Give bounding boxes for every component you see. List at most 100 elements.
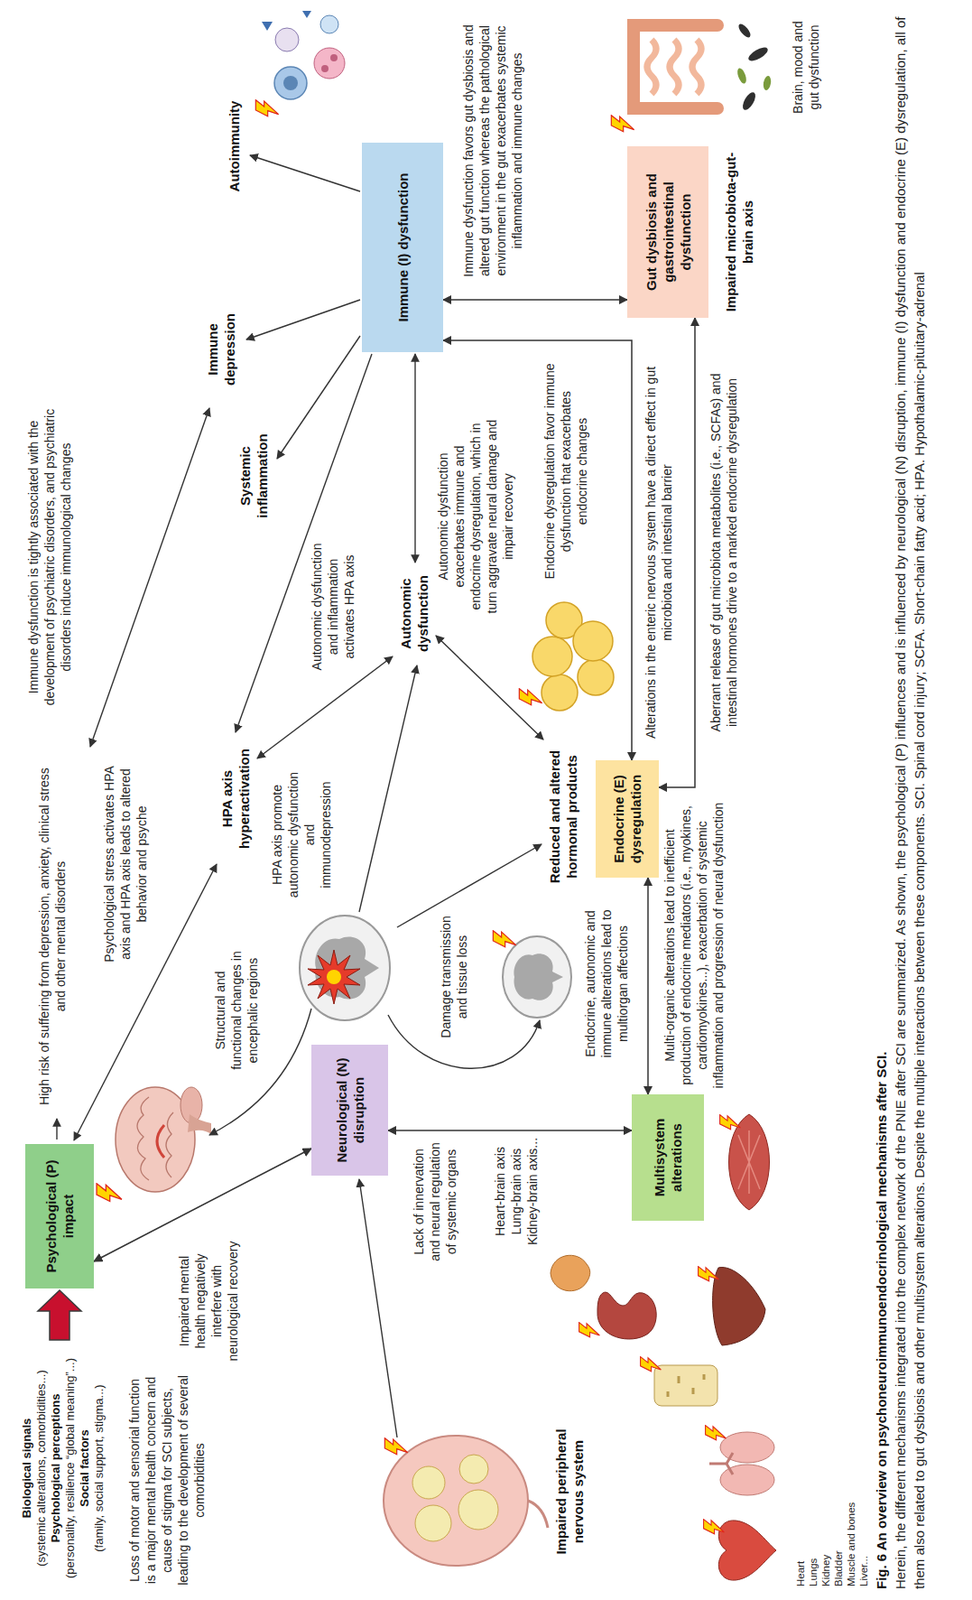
bacterium [736,22,753,40]
note-text: Muscle and bones [844,1432,858,1586]
nerve-fascicle [459,1453,489,1483]
box-text: Immune (I) dysfunction [394,173,412,323]
injury-burst [307,949,361,1004]
bold-label: Systemic inflammation [236,425,271,526]
note-text: Heart-brain axis [491,1134,509,1248]
note-text: Lack of innervation and neural regulatio… [410,1141,460,1261]
leader-arrow [277,335,361,459]
text-group: Biological signals(systemic alterations,… [19,1344,107,1591]
trachea [709,1452,733,1474]
note-text: Liver... [857,1432,871,1586]
immune-cell [274,66,307,100]
heart-icon [718,1519,777,1580]
bold-label: HPA axis hyperactivation [218,737,253,860]
note-text: Alterations in the enteric nervous syste… [642,358,676,747]
muscle-striation [738,1129,760,1194]
box-text: Endocrine (E) dysregulation [610,767,645,871]
lightning-bolt [640,1356,662,1371]
spinal-cord-section [502,935,572,1018]
lightning-bolt [579,1322,601,1337]
connector-arrow [443,298,628,301]
bold-label: Autonomic dysfunction [397,565,432,661]
immune-cell [275,27,299,52]
injury-core [326,969,342,984]
leader-arrow [55,1118,57,1139]
figure-title: Fig. 6 An overview on psychoneuroimmunoe… [871,10,891,1589]
note-text: HPA axis promote autonomic dysfunction a… [268,768,334,900]
note-text: (systemic alterations, comorbidities...) [34,1344,49,1591]
lightning-bolt [255,100,278,117]
leader-arrow [414,353,416,563]
note-text: Biological signals [19,1344,35,1591]
note-text: Impaired mental health negatively interf… [175,1238,241,1363]
lightning-bolt [492,930,516,947]
nerve-fascicle [458,1489,499,1529]
cell-granule [330,54,338,62]
connector-arrow [647,877,649,1094]
leader-arrow [246,299,361,340]
fat-cell [532,636,573,676]
text-group: Heart-brain axisLung-brain axisKidney-br… [491,1134,541,1248]
brain-stem [187,1113,212,1134]
process-box: Multisystem alterations [631,1093,704,1221]
note-text: Aberrant release of gut microbiota metab… [707,358,741,747]
box-text: Gut dysbiosis and gastrointestinal dysfu… [642,153,695,311]
kidney-icon [597,1291,657,1339]
fat-cell [573,620,613,661]
nerve-fascicle [412,1465,445,1499]
spinal-cord-section [299,915,390,1020]
note-text: Bladder [832,1432,845,1586]
lightning-bolt [96,1183,122,1202]
lightning-bolt [698,1266,720,1281]
box-text: Neurological (N) disruption [333,1051,368,1168]
note-text: Social factors [77,1344,93,1591]
process-box: Neurological (N) disruption [311,1044,389,1176]
note-text: Autonomic dysfunction exacerbates immune… [435,416,517,616]
red-arrow [37,1289,82,1340]
leader-arrow [359,665,417,912]
grey-matter [514,953,564,1000]
bold-label: Impaired peripheral nervous system [552,1409,587,1573]
note-text: Lung-brain axis [508,1134,525,1248]
liver-icon [712,1267,766,1345]
nerve-section [383,1434,528,1565]
process-box: Psychological (P) impact [25,1143,94,1288]
process-box: Endocrine (E) dysregulation [595,759,659,878]
caption-block: Fig. 6 An overview on psychoneuroimmunoe… [871,10,929,1589]
note-text: Heart [794,1432,807,1586]
text-group: HeartLungsKidneyBladderMuscle and bonesL… [794,1432,871,1586]
fat-cell [541,674,578,711]
process-box: Gut dysbiosis and gastrointestinal dysfu… [627,146,709,318]
figure-caption: Herein, the different mechanisms integra… [890,10,929,1589]
lightning-bolt [384,1437,408,1454]
nerve-fascicle [415,1504,452,1541]
note-text: Multi-organic alterations lead to ineffi… [661,800,727,1090]
bacterium [746,45,770,65]
box-text: Multisystem alterations [650,1101,686,1213]
bold-label: Impaired microbiota-gut-brain axis [722,146,757,318]
bold-label: Immune depression [203,295,239,404]
note-text: Loss of motor and sensorial function is … [126,1373,208,1586]
cell-granule [321,64,329,73]
bacterium [740,90,759,112]
leader-arrow [359,1178,398,1437]
antibody-marks [261,10,312,31]
note-text: Immune dysfunction favors gut dysbiosis … [460,15,526,287]
fat-cell [577,658,614,695]
bold-label: Reduced and altered hormonal products [546,741,581,891]
bold-label: Autoimmunity [225,87,243,205]
note-text: Psychological stress activates HPA axis … [101,764,150,963]
note-text: (personality, resilience “global meaning… [63,1344,78,1591]
muscle-icon [729,1113,770,1210]
bacterium [735,66,749,85]
connector-arrow [388,1129,632,1131]
note-text: Kidney [819,1432,833,1586]
note-text: Damage transmission and tissue loss [437,908,471,1045]
note-text: Kidney-brain axis... [524,1134,541,1248]
immune-cell [320,15,339,34]
bacterium [762,74,773,91]
note-text: Immune dysfunction is tightly associated… [25,407,75,706]
box-text: Psychological (P) impact [42,1150,77,1281]
